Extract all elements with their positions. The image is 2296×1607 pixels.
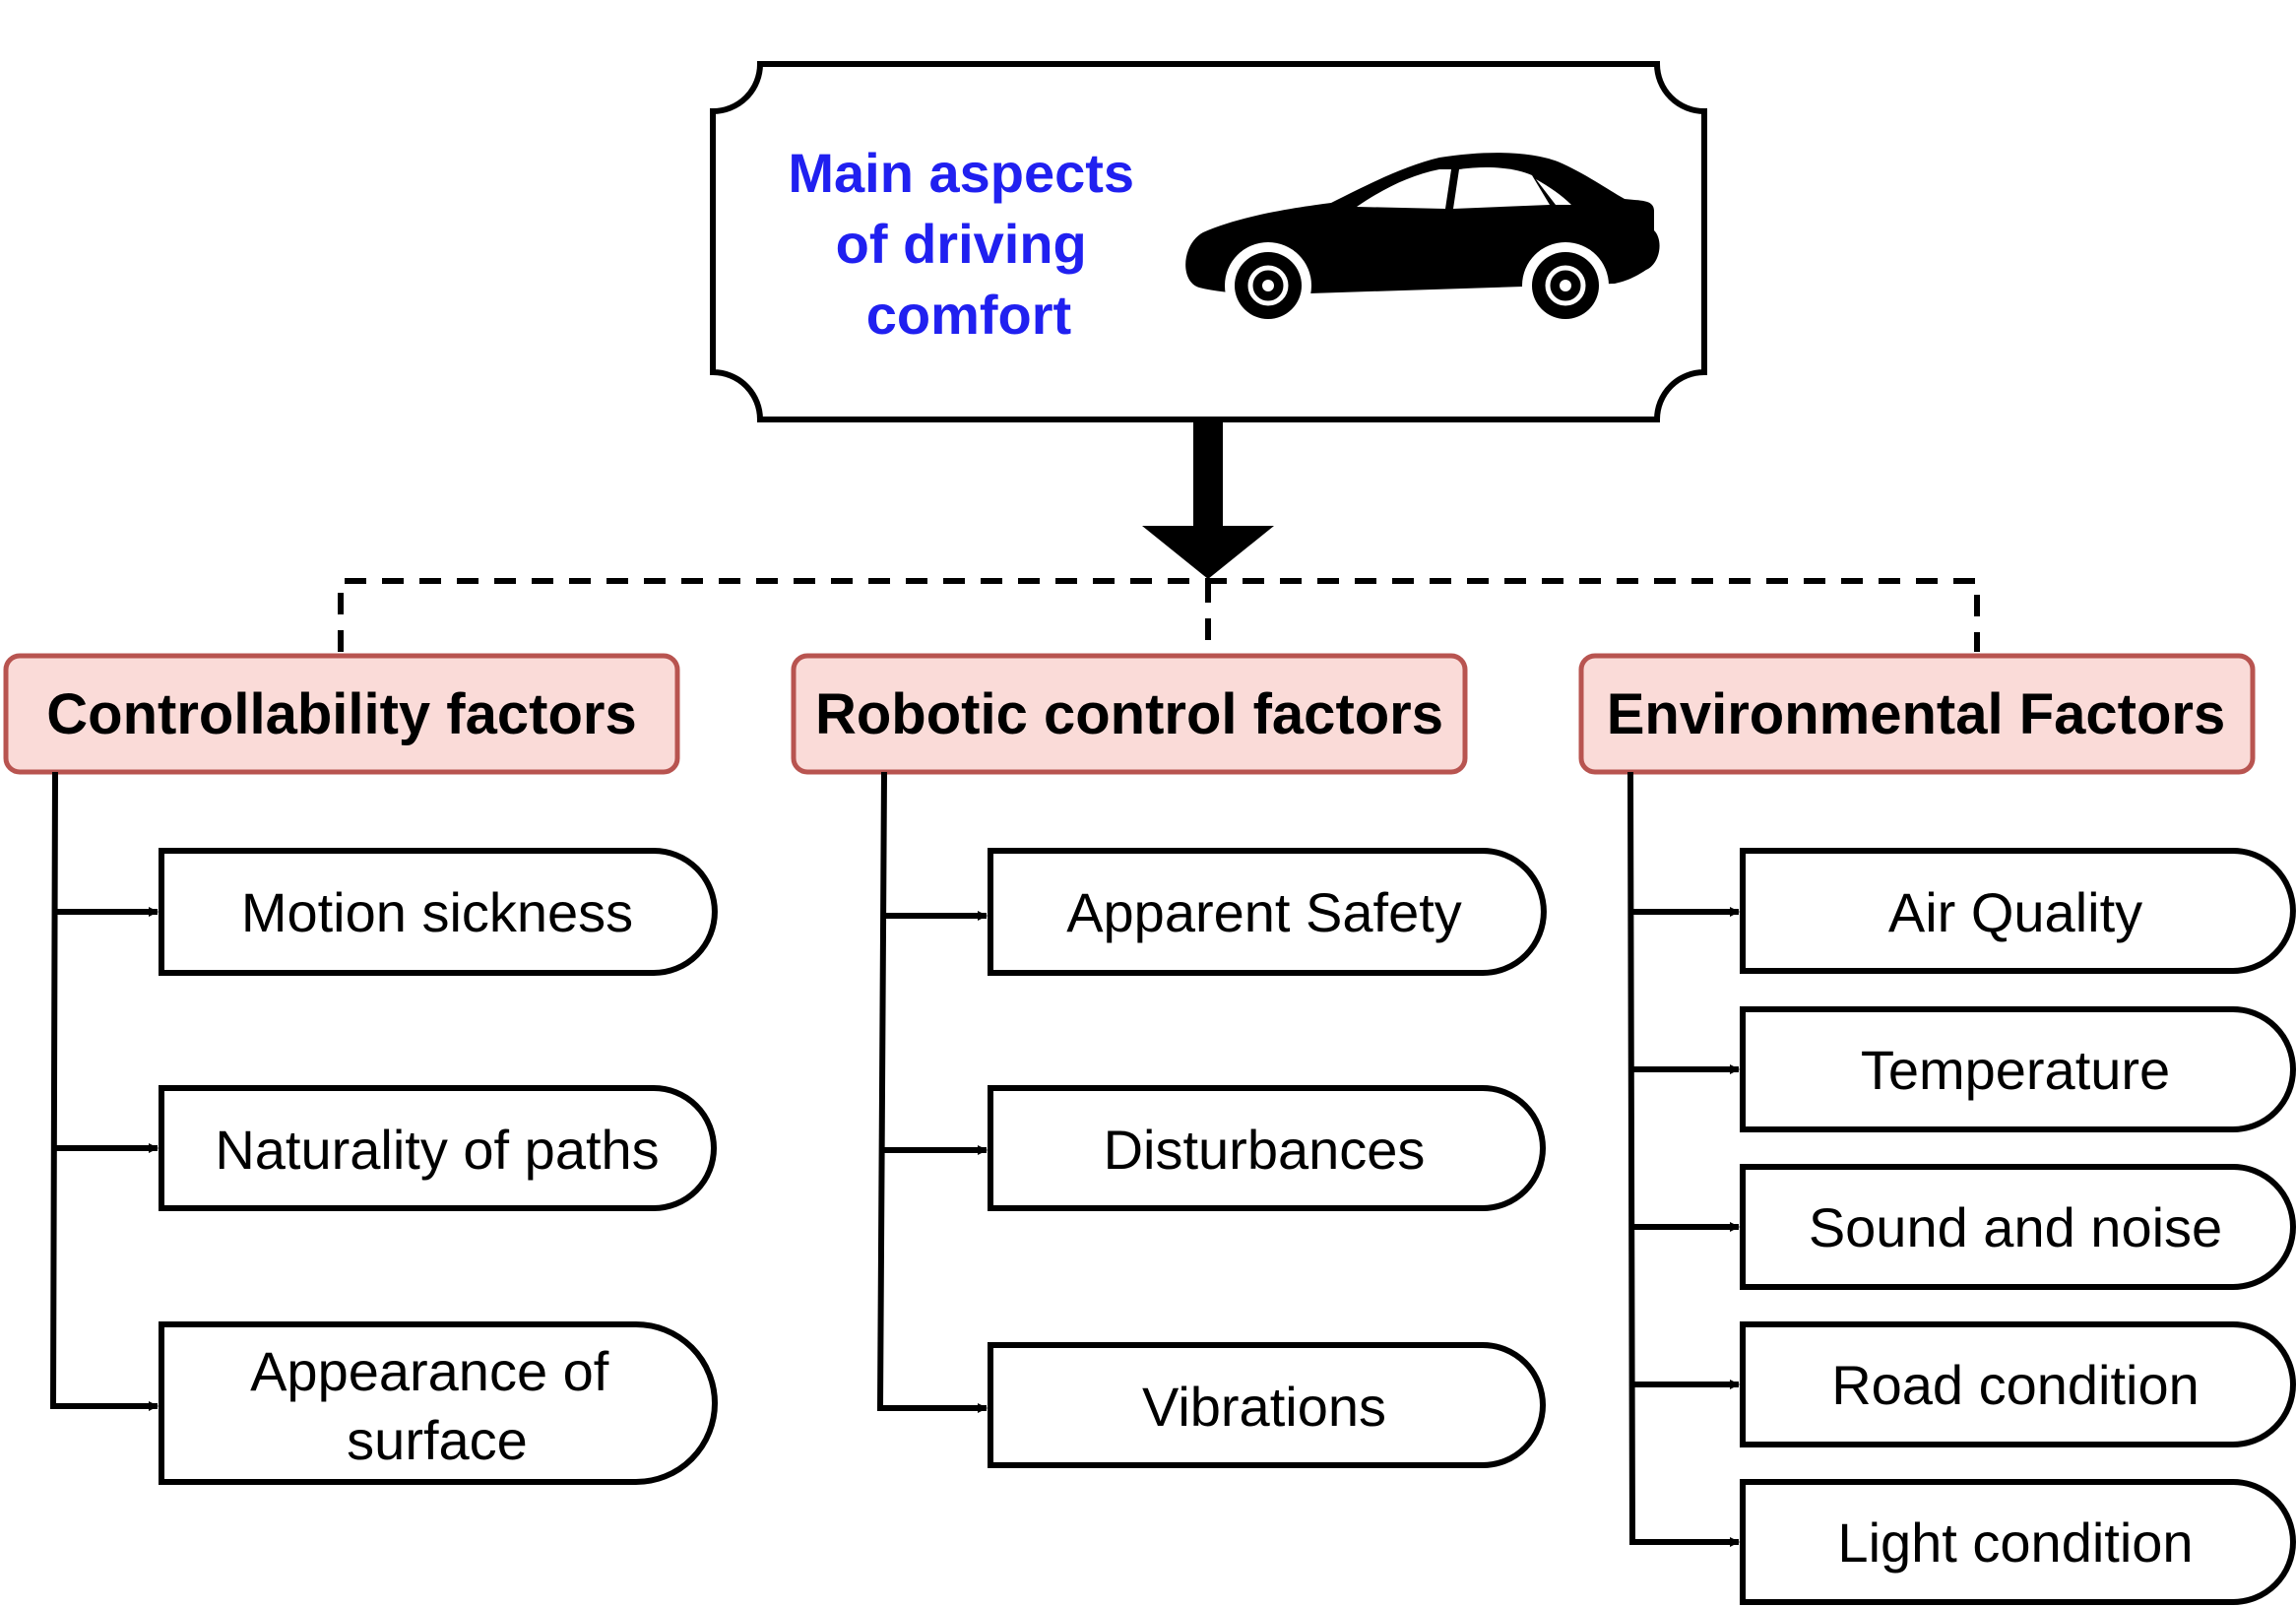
item-vibrations: Vibrations bbox=[988, 1342, 1546, 1468]
item-appearance-of-surface: Appearance of surface bbox=[159, 1321, 718, 1485]
item-air-quality: Air Quality bbox=[1740, 848, 2296, 974]
item-label: Apparent Safety bbox=[1066, 881, 1462, 943]
dashed-connectors bbox=[338, 578, 1980, 652]
tree-controllability bbox=[49, 771, 159, 1411]
tree-environmental bbox=[1627, 771, 1740, 1547]
item-label: Appearance of surface bbox=[250, 1340, 624, 1471]
item-label: Vibrations bbox=[1142, 1376, 1386, 1438]
item-label: Temperature bbox=[1861, 1039, 2170, 1101]
category-robotic-control: Robotic control factors bbox=[791, 653, 1468, 775]
tree-trunk bbox=[49, 771, 158, 1409]
title-line-2: of driving bbox=[836, 213, 1087, 275]
item-apparent-safety: Apparent Safety bbox=[988, 848, 1547, 976]
car-icon bbox=[1185, 153, 1660, 329]
item-label-line-1: Appearance of bbox=[250, 1340, 609, 1402]
title-line-1: Main aspects bbox=[788, 142, 1134, 204]
item-light-condition: Light condition bbox=[1740, 1479, 2296, 1605]
title-text: Main aspects of driving comfort bbox=[788, 142, 1149, 346]
tree-trunk bbox=[1627, 771, 1739, 1545]
item-label-line-2: surface bbox=[347, 1409, 528, 1471]
category-controllability: Controllability factors bbox=[3, 653, 680, 775]
item-label: Naturality of paths bbox=[215, 1119, 659, 1181]
item-label: Sound and noise bbox=[1809, 1196, 2222, 1258]
category-label: Robotic control factors bbox=[815, 682, 1443, 746]
category-environmental: Environmental Factors bbox=[1578, 653, 2256, 775]
item-disturbances: Disturbances bbox=[988, 1085, 1546, 1211]
dashed-connector-horizontal bbox=[338, 578, 1980, 652]
title-box: Main aspects of driving comfort bbox=[710, 61, 1707, 422]
item-label: Motion sickness bbox=[241, 881, 633, 943]
item-naturality-of-paths: Naturality of paths bbox=[159, 1085, 717, 1211]
item-motion-sickness: Motion sickness bbox=[159, 848, 718, 976]
main-arrow bbox=[1142, 419, 1274, 579]
item-label: Light condition bbox=[1837, 1511, 2193, 1574]
item-label: Air Quality bbox=[1888, 881, 2142, 943]
category-label: Controllability factors bbox=[46, 682, 636, 746]
item-label: Road condition bbox=[1831, 1354, 2200, 1416]
tree-trunk bbox=[876, 771, 987, 1411]
item-sound-and-noise: Sound and noise bbox=[1740, 1164, 2296, 1290]
title-line-3: comfort bbox=[866, 284, 1071, 346]
item-road-condition: Road condition bbox=[1740, 1321, 2296, 1447]
category-label: Environmental Factors bbox=[1607, 682, 2225, 746]
tree-robotic-control bbox=[876, 771, 988, 1413]
item-label: Disturbances bbox=[1104, 1119, 1426, 1181]
item-temperature: Temperature bbox=[1740, 1006, 2296, 1132]
